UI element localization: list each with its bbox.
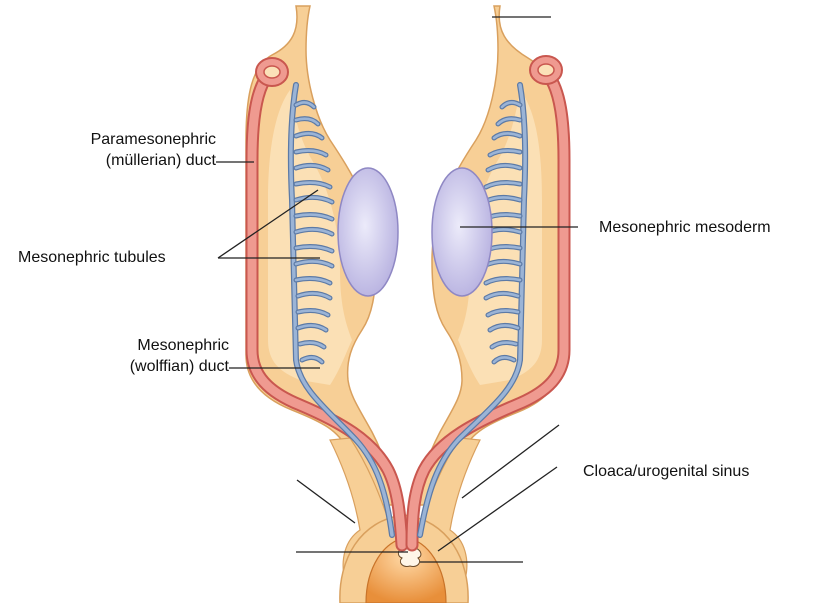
- leader-lower-left-diag: [297, 480, 355, 523]
- leader-lower-right-diag1: [462, 425, 559, 498]
- label-paramesonephric-line2: (müllerian) duct: [40, 150, 216, 171]
- label-mesonephric-duct-line1: Mesonephric: [40, 335, 229, 356]
- label-paramesonephric-line1: Paramesonephric: [40, 129, 216, 150]
- label-paramesonephric: Paramesonephric (müllerian) duct: [40, 129, 216, 171]
- label-mesonephric-tubules: Mesonephric tubules: [18, 247, 166, 268]
- left-duct-ostium-icon: [256, 58, 288, 86]
- label-cloaca: Cloaca/urogenital sinus: [583, 461, 749, 482]
- label-mesonephric-duct-line2: (wolffian) duct: [40, 356, 229, 377]
- label-mesonephric-mesoderm: Mesonephric mesoderm: [599, 217, 771, 238]
- right-duct-ostium-icon: [530, 56, 562, 84]
- label-mesonephric-duct: Mesonephric (wolffian) duct: [40, 335, 229, 377]
- left-gonad: [338, 168, 398, 296]
- right-gonad: [432, 168, 492, 296]
